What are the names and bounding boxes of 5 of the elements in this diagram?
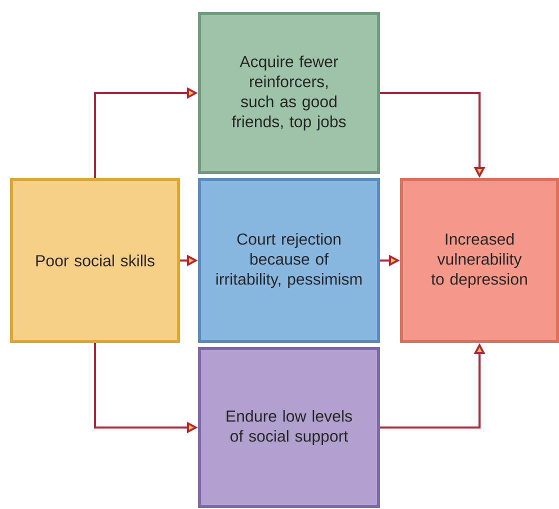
process-box: Poor social skills: [10, 178, 180, 343]
process-box: Endure low levels of social support: [198, 347, 380, 508]
process-box: Acquire fewer reinforcers, such as good friends, top jobs: [198, 12, 380, 174]
process-box: Increased vulnerability to depression: [400, 178, 559, 343]
process-box: Court rejection because of irritability, pessimism: [198, 178, 380, 343]
